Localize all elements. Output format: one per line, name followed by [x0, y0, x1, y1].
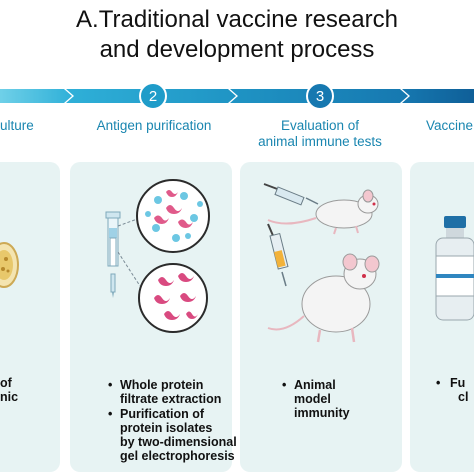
diagram-title-line2: and development process — [99, 36, 375, 63]
timeline-arrow-1 — [0, 89, 72, 103]
bullet-text: Animal — [294, 378, 336, 392]
panel2-bullet-list: Whole protein filtrate extraction Purifi… — [108, 378, 238, 464]
panel4-fragment-2: cl — [458, 390, 469, 404]
petri-dish-icon — [0, 242, 19, 288]
step-1-label: ulture — [0, 118, 34, 133]
animal-test-illustration — [263, 183, 380, 343]
panel1-fragment-2: nic — [0, 390, 19, 404]
panel3-bullet-1: Animal model immunity — [282, 378, 392, 420]
panel2-bullet-2: Purification of protein isolates by two-… — [108, 407, 238, 463]
bullet-text: Purification of — [120, 407, 205, 421]
protein-molecule-icon — [136, 179, 210, 253]
panel1-fragment-1: of — [0, 376, 12, 390]
bullet-text: protein isolates — [120, 421, 213, 435]
panel3-bullet-list: Animal model immunity — [282, 378, 392, 421]
vaccine-vial-icon — [435, 216, 474, 321]
bullet-text: Whole protein — [120, 378, 204, 392]
protein-purification-illustration — [105, 179, 210, 333]
test-tube-icon — [105, 211, 121, 298]
step-3-circle — [306, 82, 334, 110]
bullet-text: by two-dimensional — [120, 435, 237, 449]
panel-cell-culture — [0, 162, 60, 472]
mouse-icon — [267, 189, 379, 235]
step-2-number: 2 — [149, 88, 157, 105]
step-3-label-line1: Evaluation of — [280, 118, 360, 133]
mouse-icon — [267, 253, 380, 343]
step-3-label-line2: animal immune tests — [258, 134, 382, 149]
panel4-fragment-1: •Fu — [436, 376, 466, 390]
syringe-icon — [263, 183, 319, 206]
step-3-number: 3 — [316, 88, 324, 105]
protein-molecule-icon — [138, 263, 208, 333]
bullet-text: immunity — [294, 406, 350, 420]
step-2-label: Antigen purification — [96, 118, 212, 133]
process-timeline: 2 3 — [0, 82, 474, 110]
bullet-text: gel electrophoresis — [120, 449, 235, 463]
panel2-bullet-1: Whole protein filtrate extraction — [108, 378, 238, 406]
bullet-text: filtrate extraction — [120, 392, 222, 406]
timeline-arrow-4 — [402, 89, 474, 103]
step-4-label: Vaccine — [426, 118, 474, 133]
syringe-icon — [267, 223, 289, 287]
step-2-circle — [139, 82, 167, 110]
diagram-title-line1: A.Traditional vaccine research — [76, 6, 398, 33]
bullet-text: model — [294, 392, 331, 406]
